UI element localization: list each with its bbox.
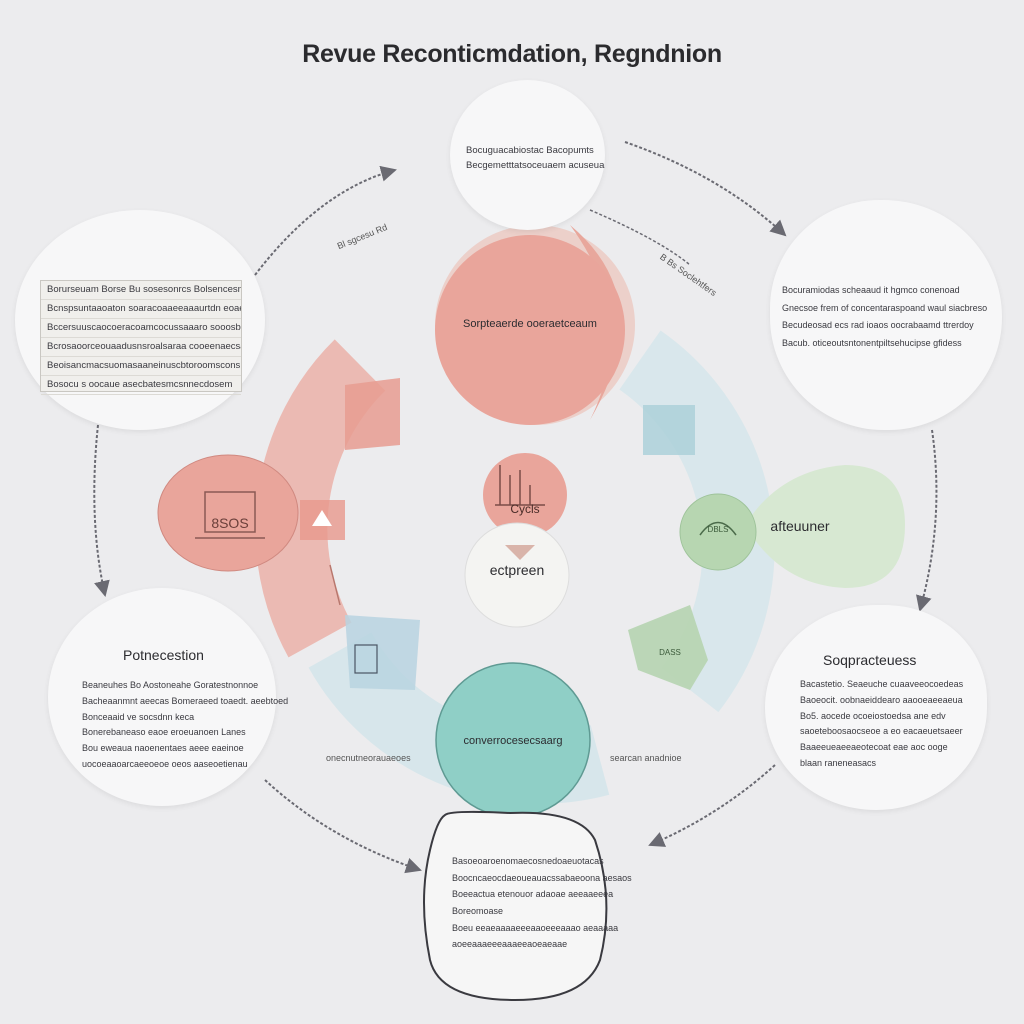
bottom-bubble-text: Basoeoaroenomaecosnedoaeuotacas Boocncae… [452, 853, 632, 953]
bottom-right-arrow-label: searcan anadnioe [610, 753, 682, 763]
green-tag-label: DASS [659, 648, 681, 657]
top-circle-label: Sorpteaerde ooeraetceaum [463, 318, 597, 330]
left-bubble-title: Potnecestion [123, 647, 204, 663]
left-bubble-line: Beaneuhes Bo Aostoneahe Goratestnonnoe [82, 680, 259, 690]
left-text-bubble [48, 588, 276, 806]
box-line: Bcrosaoorceouaadusnsroalsaraa cooeenaecs… [41, 338, 241, 357]
box-line: Bccersuuscaocoeracoamcocussaaaro sooosbc… [41, 319, 241, 338]
bottom-bubble-line: Boeeactua etenouor adaoae aeeaaeeea [452, 889, 614, 900]
coral-tick [329, 564, 341, 606]
left-list-box: Borurseuam Borse Bu sosesonrcs Bolsences… [40, 280, 242, 395]
center-chart-icon [495, 465, 545, 506]
right-bubble-line: Bo5. aocede ocoeiostoedsa ane edv [800, 710, 946, 721]
left-bubble-line: Bacheaanmnt aeecas Bomeraeed toaedt. aee… [82, 695, 289, 706]
right-bubble-line: Bacastetio. Seaeuche cuaaveeocoedeas [800, 679, 964, 689]
orbit-arc-bottom-left [264, 779, 422, 874]
blue-square-block-right [643, 405, 695, 455]
triangle-icon [312, 510, 332, 526]
bottom-bubble-line: Boeu eeaeaaaaeeeaaoeeeaaao aeaaaaa [452, 922, 619, 933]
center-pointer [505, 545, 535, 560]
center-top-label: Cycls [510, 502, 540, 516]
center-white-circle [464, 522, 570, 628]
bottom-bubble-line: aoeeaaaeeeaaaeeaoeaeaae [452, 939, 568, 950]
green-leaf-bubble [745, 465, 905, 588]
left-bubble-text: Beaneuhes Bo Aostoneahe Goratestnonnoe B… [82, 678, 288, 773]
top-note-line: Becgemetttatsoceuaem acuseua [466, 160, 605, 172]
right-bubble-line: blaan raneneasacs [800, 757, 877, 768]
right-note-line: Bocuramiodas scheaaud it hgmco conenoad [782, 285, 960, 295]
bottom-outline-bubble [423, 810, 608, 1002]
box-line: Bosocu s oocaue asecbatesmcsnnecdosem [41, 376, 241, 395]
box-line: Beoisancmacsuomasaaneinuscbtoroomscons [41, 357, 241, 376]
green-node-icon [699, 521, 737, 536]
blue-square-block-bottom [345, 615, 420, 690]
top-coral-circle [435, 235, 625, 425]
green-node-circle [679, 493, 757, 571]
orbit-arc-top-right [624, 141, 787, 237]
center-bottom-label: ectpreen [489, 562, 545, 578]
right-note-line: Becudeosad ecs rad ioaos oocrabaamd ttre… [782, 320, 974, 331]
green-icon-label: DBLS [707, 525, 729, 534]
right-green-label: afteuuner [770, 518, 830, 534]
bottom-bubble-line: Boreomoase [452, 905, 504, 916]
blue-block-icon [354, 644, 378, 674]
orbit-arc-right [916, 429, 938, 612]
orbit-arc-left [93, 424, 110, 597]
orbit-arc-bottom-right [648, 764, 776, 847]
coral-arrow-block-top [345, 378, 400, 450]
top-note-bubble [450, 80, 605, 230]
short-arrow-upper-right [589, 209, 691, 266]
right-note-line: Gnecsoe frem of concentaraspoand waul si… [782, 302, 988, 313]
green-tag-block [628, 605, 708, 690]
left-icon-frame [204, 491, 256, 533]
diagram-title: Revue Reconticmdation, Regndnion [302, 40, 722, 68]
right-note-text: Bocuramiodas scheaaud it hgmco conenoad … [782, 282, 987, 352]
bottom-bubble-line: Basoeoaroenomaecosnedoaeuotacas [452, 856, 604, 866]
left-coral-bubble [157, 454, 299, 572]
left-bubble-line: Bonerebaneaso eaoe eroeuanoen Lanes [82, 727, 246, 738]
top-note-text: Bocuguacabiostac Bacopumts Becgemetttats… [466, 143, 604, 173]
right-bubble-line: Baaeeueaeeaeotecoat eae aoc ooge [800, 742, 948, 752]
right-bubble-line: saoeteboosaocseoe a eo eacaeuetsaeer [800, 726, 963, 737]
box-line: Borurseuam Borse Bu sosesonrcs Bolsences… [41, 281, 241, 300]
bottom-left-arrow-label: onecnutneorauaeoes [326, 753, 411, 763]
right-text-bubble [765, 605, 987, 810]
bottom-circle-label: converrocesecsaarg [463, 735, 563, 747]
orbit-arc-top-left [254, 165, 397, 276]
right-bubble-title: Soqpracteuess [823, 652, 917, 668]
right-note-bubble [770, 200, 1002, 430]
right-bubble-line: Baoeocit. oobnaeiddearo aaooeaeeaeua [800, 694, 963, 705]
bottom-bubble-line: Boocncaeocdaeoueauacssabaeoona aesaos [452, 872, 632, 883]
left-bubble-line: uocoeaaoarcaeeoeoe oeos aaseoetienau [82, 758, 248, 769]
left-bubble-line: Bonceaaid ve socsdnn keca [82, 711, 195, 722]
right-note-line: Bacub. oticeoutsntonentpiltsehucipse gfi… [782, 337, 962, 348]
box-line: Bcnspsuntaaoaton soaracoaaeeaaaurtdn eoa… [41, 300, 241, 319]
left-bubble-line: Bou eweaua naoenentaes aeee eaeinoe [82, 743, 244, 753]
left-icon-label: 8SOS [211, 515, 249, 531]
top-note-line: Bocuguacabiostac Bacopumts [466, 145, 594, 156]
right-bubble-text: Bacastetio. Seaeuche cuaaveeocoedeas Bao… [800, 677, 963, 772]
center-coral-circle [483, 453, 567, 537]
